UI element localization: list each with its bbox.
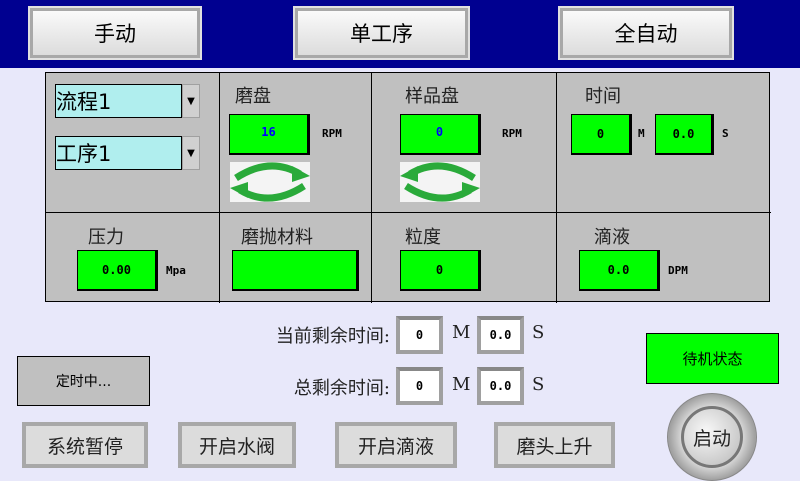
rotation-icon [230,162,310,202]
current-remaining-label: 当前剩余时间: [275,326,390,347]
rotation-icon [400,162,480,202]
time-seconds[interactable]: 0.0 [655,114,714,155]
time-cell [557,73,771,213]
tab-single-step[interactable]: 单工序 [293,6,470,60]
tab-full-auto[interactable]: 全自动 [558,6,734,60]
raise-head-button[interactable]: 磨头上升 [494,422,615,468]
open-drip-button[interactable]: 开启滴液 [335,422,457,468]
pressure-value[interactable]: 0.00 [77,250,158,291]
total-remaining-seconds: 0.0 [477,367,524,405]
pressure-label: 压力 [88,227,124,248]
grinding-disc-speed[interactable]: 16 [229,114,310,155]
total-remaining-minutes: 0 [396,367,443,405]
pressure-unit: Mpa [166,264,186,277]
grinding-disc-unit: RPM [322,127,342,140]
material-label: 磨抛材料 [241,227,313,248]
time-label: 时间 [585,86,621,107]
step-select[interactable]: 工序1 [55,136,182,170]
system-pause-button[interactable]: 系统暂停 [22,422,148,468]
tab-manual[interactable]: 手动 [28,6,202,60]
open-water-valve-button[interactable]: 开启水阀 [178,422,296,468]
start-button[interactable]: 启动 [667,393,757,481]
material-cell [220,213,372,303]
start-button-label: 启动 [681,406,743,468]
timer-status: 定时中... [17,356,150,406]
chevron-down-icon[interactable]: ▼ [182,136,200,170]
pressure-cell [46,213,220,303]
sample-disc-speed[interactable]: 0 [400,114,481,155]
seconds-unit: S [532,322,545,343]
time-minutes[interactable]: 0 [571,114,632,155]
minutes-unit: M [452,322,471,343]
drip-label: 滴液 [594,227,630,248]
grit-value[interactable]: 0 [400,250,481,291]
sample-disc-cell [372,73,557,213]
machine-status: 待机状态 [646,333,779,384]
minutes-unit: M [452,374,471,395]
seconds-unit: S [532,374,545,395]
process-select[interactable]: 流程1 [55,84,182,118]
total-remaining-label: 总剩余时间: [293,378,390,399]
material-value[interactable] [232,250,359,291]
sample-disc-label: 样品盘 [405,86,459,107]
selector-cell [46,73,220,213]
chevron-down-icon[interactable]: ▼ [182,84,200,118]
grit-cell [372,213,557,303]
current-remaining-seconds: 0.0 [477,316,524,354]
sample-disc-unit: RPM [502,127,522,140]
grinding-disc-label: 磨盘 [235,86,271,107]
drip-value[interactable]: 0.0 [579,250,660,291]
grinding-disc-cell [220,73,372,213]
grit-label: 粒度 [405,227,441,248]
seconds-unit: S [722,127,729,140]
drip-unit: DPM [668,264,688,277]
minutes-unit: M [638,127,645,140]
current-remaining-minutes: 0 [396,316,443,354]
